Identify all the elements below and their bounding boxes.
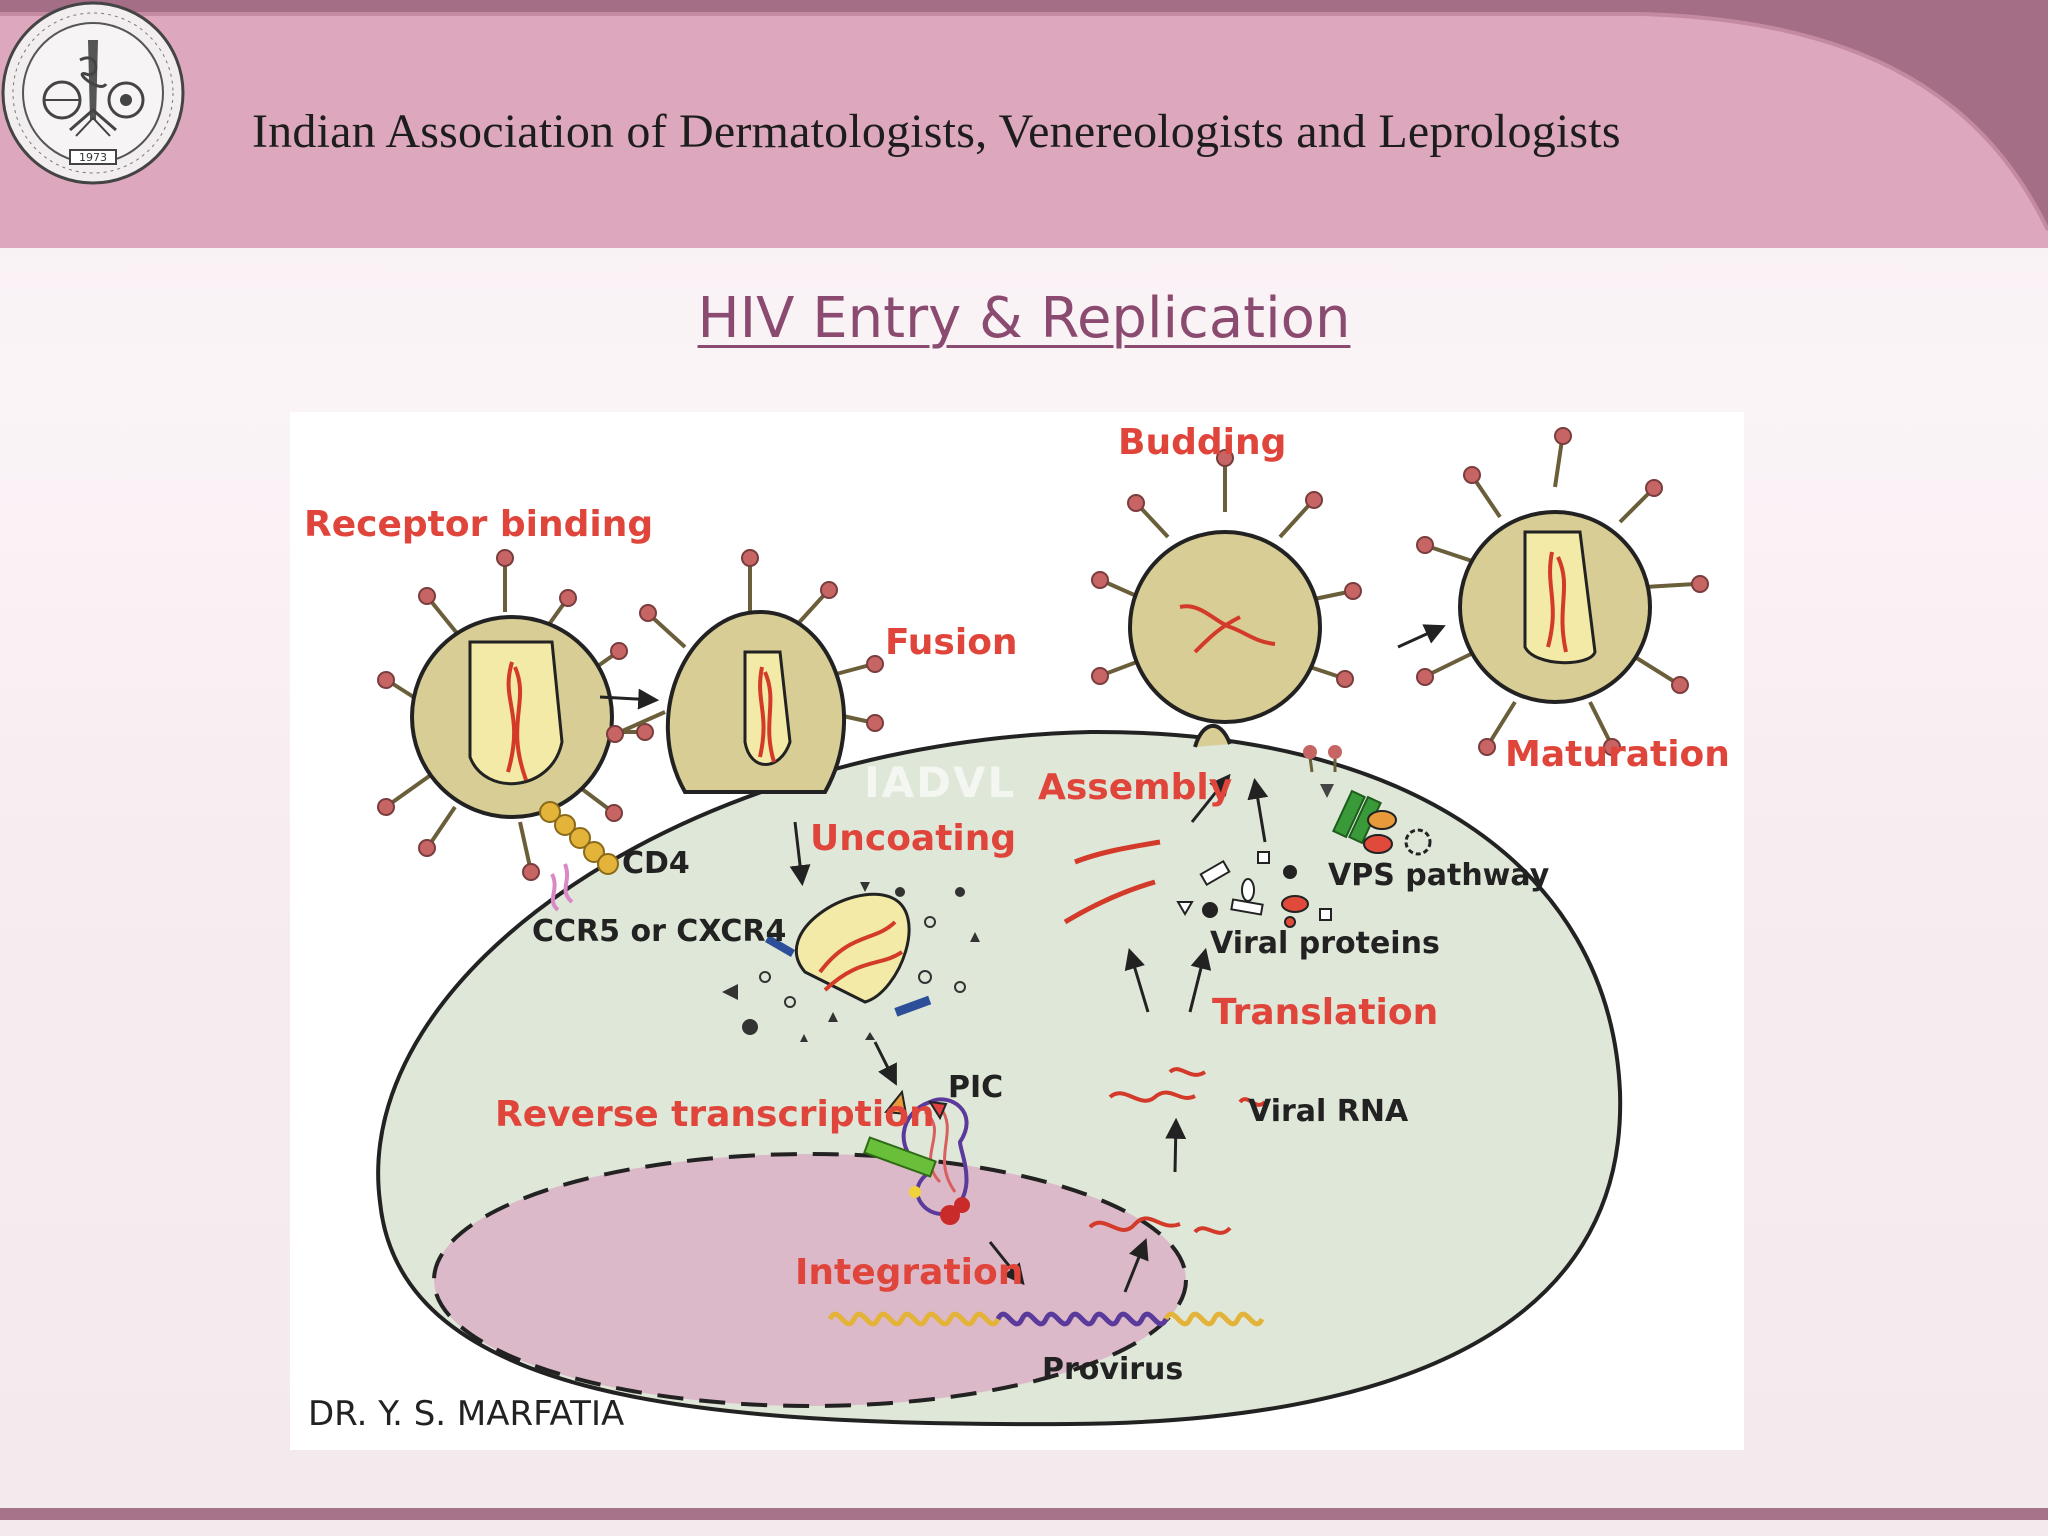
slide-header: 1973 Indian Association of Dermatologist… <box>0 0 2048 248</box>
vps-pathway-complex <box>1303 745 1432 856</box>
virion-budding <box>1091 449 1362 724</box>
cytoplasmic-rna <box>1063 839 1161 925</box>
label-maturation: Maturation <box>1505 734 1730 775</box>
label-pic: PIC <box>948 1070 1004 1105</box>
label-coreceptor: CCR5 or CXCR4 <box>532 914 787 949</box>
seal-year: 1973 <box>79 151 107 164</box>
uncoating-capsid <box>722 882 980 1042</box>
pre-integration-complex <box>863 1089 970 1225</box>
label-provirus: Provirus <box>1042 1352 1184 1387</box>
label-viral-proteins: Viral proteins <box>1210 926 1440 961</box>
coreceptor <box>550 863 574 912</box>
label-assembly: Assembly <box>1038 767 1233 808</box>
header-band <box>0 0 2048 248</box>
label-reverse-transcription: Reverse transcription <box>495 1094 935 1135</box>
provirus-dna <box>827 1311 1265 1327</box>
organization-name: Indian Association of Dermatologists, Ve… <box>252 105 1621 158</box>
virion-mature <box>1416 427 1709 756</box>
nucleus <box>432 1152 1188 1408</box>
author-credit: DR. Y. S. MARFATIA <box>308 1394 625 1434</box>
label-integration: Integration <box>795 1252 1024 1293</box>
label-viral-rna: Viral RNA <box>1248 1094 1409 1129</box>
label-budding: Budding <box>1118 422 1287 463</box>
virion-fusion <box>606 549 884 794</box>
viral-proteins <box>1176 851 1332 928</box>
diagram-artwork <box>376 427 1709 1427</box>
iadvl-watermark: IADVL <box>864 758 1017 807</box>
viral-rna <box>1088 1067 1267 1235</box>
label-vps-pathway: VPS pathway <box>1328 858 1550 893</box>
virion-receptor-binding <box>377 549 654 881</box>
label-fusion: Fusion <box>885 622 1018 663</box>
label-cd4: CD4 <box>622 846 690 881</box>
label-receptor-binding: Receptor binding <box>304 504 654 545</box>
cd4-receptor <box>539 801 619 875</box>
footer-divider <box>0 1508 2048 1520</box>
hiv-lifecycle-diagram: IADVL Receptor binding Fusion Uncoating … <box>290 412 1744 1450</box>
iadvl-seal-logo: 1973 <box>1 1 185 185</box>
slide-title: HIV Entry & Replication <box>697 286 1351 351</box>
label-uncoating: Uncoating <box>810 818 1017 859</box>
label-translation: Translation <box>1212 992 1439 1033</box>
